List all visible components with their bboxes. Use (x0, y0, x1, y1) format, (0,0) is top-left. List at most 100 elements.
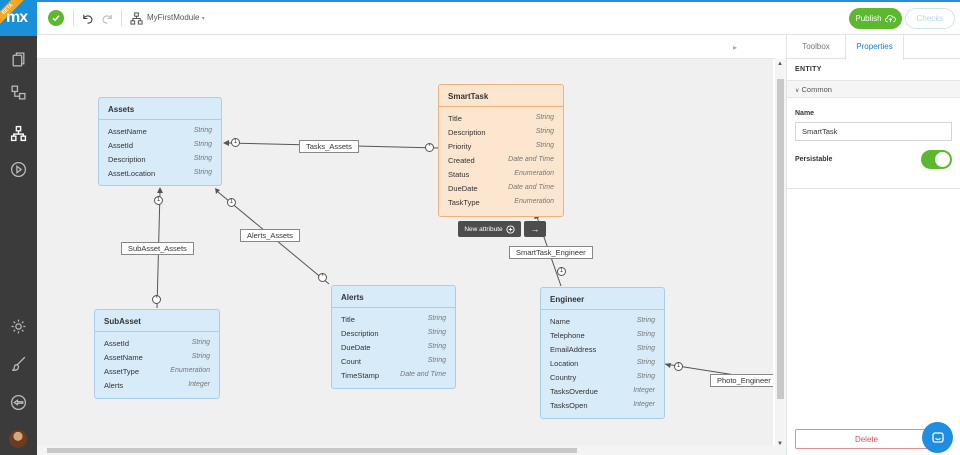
redo-icon[interactable] (99, 10, 115, 26)
attribute-type: String (427, 315, 446, 322)
attribute-name: AssetId (104, 339, 130, 348)
attribute-name: EmailAddress (550, 345, 597, 354)
attribute-type: Enumeration (514, 198, 554, 205)
toggle-knob (935, 152, 950, 167)
entity-name: Engineer (550, 295, 585, 304)
chat-support-button[interactable] (922, 422, 953, 453)
group-common[interactable]: ∨ Common (787, 81, 960, 98)
delete-button[interactable]: Delete (795, 429, 938, 449)
scroll-thumb[interactable] (47, 448, 577, 453)
cardinality-many: * (425, 143, 434, 152)
attribute-type: Date and Time (508, 156, 554, 163)
chevron-right-icon[interactable]: ▸ (733, 43, 738, 52)
attribute-type: String (535, 128, 554, 135)
domain-model-icon[interactable] (9, 124, 28, 143)
entity-divider (541, 309, 664, 310)
attribute-type: String (636, 345, 655, 352)
attribute-type: String (193, 141, 212, 148)
undo-icon[interactable] (79, 10, 95, 26)
attribute-name: Location (550, 359, 579, 368)
association-smarttask-engineer[interactable]: SmartTask_Engineer (509, 246, 593, 259)
status-check-icon[interactable] (48, 10, 64, 26)
tab-toolbox[interactable]: Toolbox (802, 42, 830, 51)
module-selector[interactable]: MyFirstModule ▾ (147, 13, 205, 22)
attribute-name: Country (550, 373, 577, 382)
association-alerts-assets[interactable]: Alerts_Assets (240, 229, 300, 242)
feedback-icon[interactable] (9, 393, 28, 412)
microflows-icon[interactable] (9, 83, 28, 102)
chat-icon (931, 431, 944, 443)
attribute-name: Alerts (104, 381, 124, 390)
attribute-type: Integer (188, 381, 210, 388)
new-attribute-button[interactable]: New attribute (458, 221, 521, 237)
user-avatar[interactable] (9, 430, 27, 448)
arrowhead-tasks-assets (223, 140, 229, 146)
entity-name: Alerts (341, 293, 364, 302)
horizontal-scrollbar[interactable] (37, 446, 775, 455)
tab-properties[interactable]: Properties (845, 35, 904, 60)
new-attribute-label: New attribute (464, 225, 503, 233)
settings-icon[interactable] (9, 317, 28, 336)
association-subasset-assets[interactable]: SubAsset_Assets (121, 242, 194, 255)
name-field[interactable] (795, 122, 952, 141)
theme-brush-icon[interactable] (9, 354, 28, 373)
persistable-toggle[interactable] (921, 150, 952, 169)
mendix-logo[interactable]: BETA mx (0, 0, 37, 36)
attribute-row[interactable]: Alerts Integer (104, 381, 210, 395)
cardinality-many: * (152, 295, 161, 304)
association-tasks-assets[interactable]: Tasks_Assets (299, 140, 359, 153)
scroll-up-icon[interactable]: ▲ (777, 61, 783, 67)
attribute-row[interactable]: EmailAddress String (550, 345, 655, 359)
attribute-name: Created (448, 156, 475, 165)
pages-icon[interactable] (9, 50, 28, 69)
attribute-name: DueDate (341, 343, 371, 352)
attribute-row[interactable]: Count String (341, 357, 446, 371)
properties-panel: Toolbox Properties ENTITY ∨ Common Name … (786, 35, 960, 455)
attribute-name: Telephone (550, 331, 585, 340)
publish-button[interactable]: Publish (849, 8, 902, 29)
vertical-scrollbar[interactable]: ▲ ▼ (775, 59, 786, 455)
scroll-down-icon[interactable]: ▼ (777, 441, 783, 447)
attribute-row[interactable]: Telephone String (550, 331, 655, 345)
attribute-type: String (193, 127, 212, 134)
checks-button[interactable]: Checks (905, 8, 955, 29)
attribute-row[interactable]: Created Date and Time (448, 156, 554, 170)
create-association-button[interactable]: → (524, 221, 546, 237)
attribute-type: String (427, 357, 446, 364)
scroll-thumb[interactable] (777, 79, 784, 399)
run-icon[interactable] (9, 160, 28, 179)
entity-divider (99, 119, 221, 120)
association-photo-engineer[interactable]: Photo_Engineer (710, 374, 773, 387)
attribute-type: String (636, 331, 655, 338)
attribute-name: Count (341, 357, 362, 366)
entity-divider (439, 106, 563, 107)
